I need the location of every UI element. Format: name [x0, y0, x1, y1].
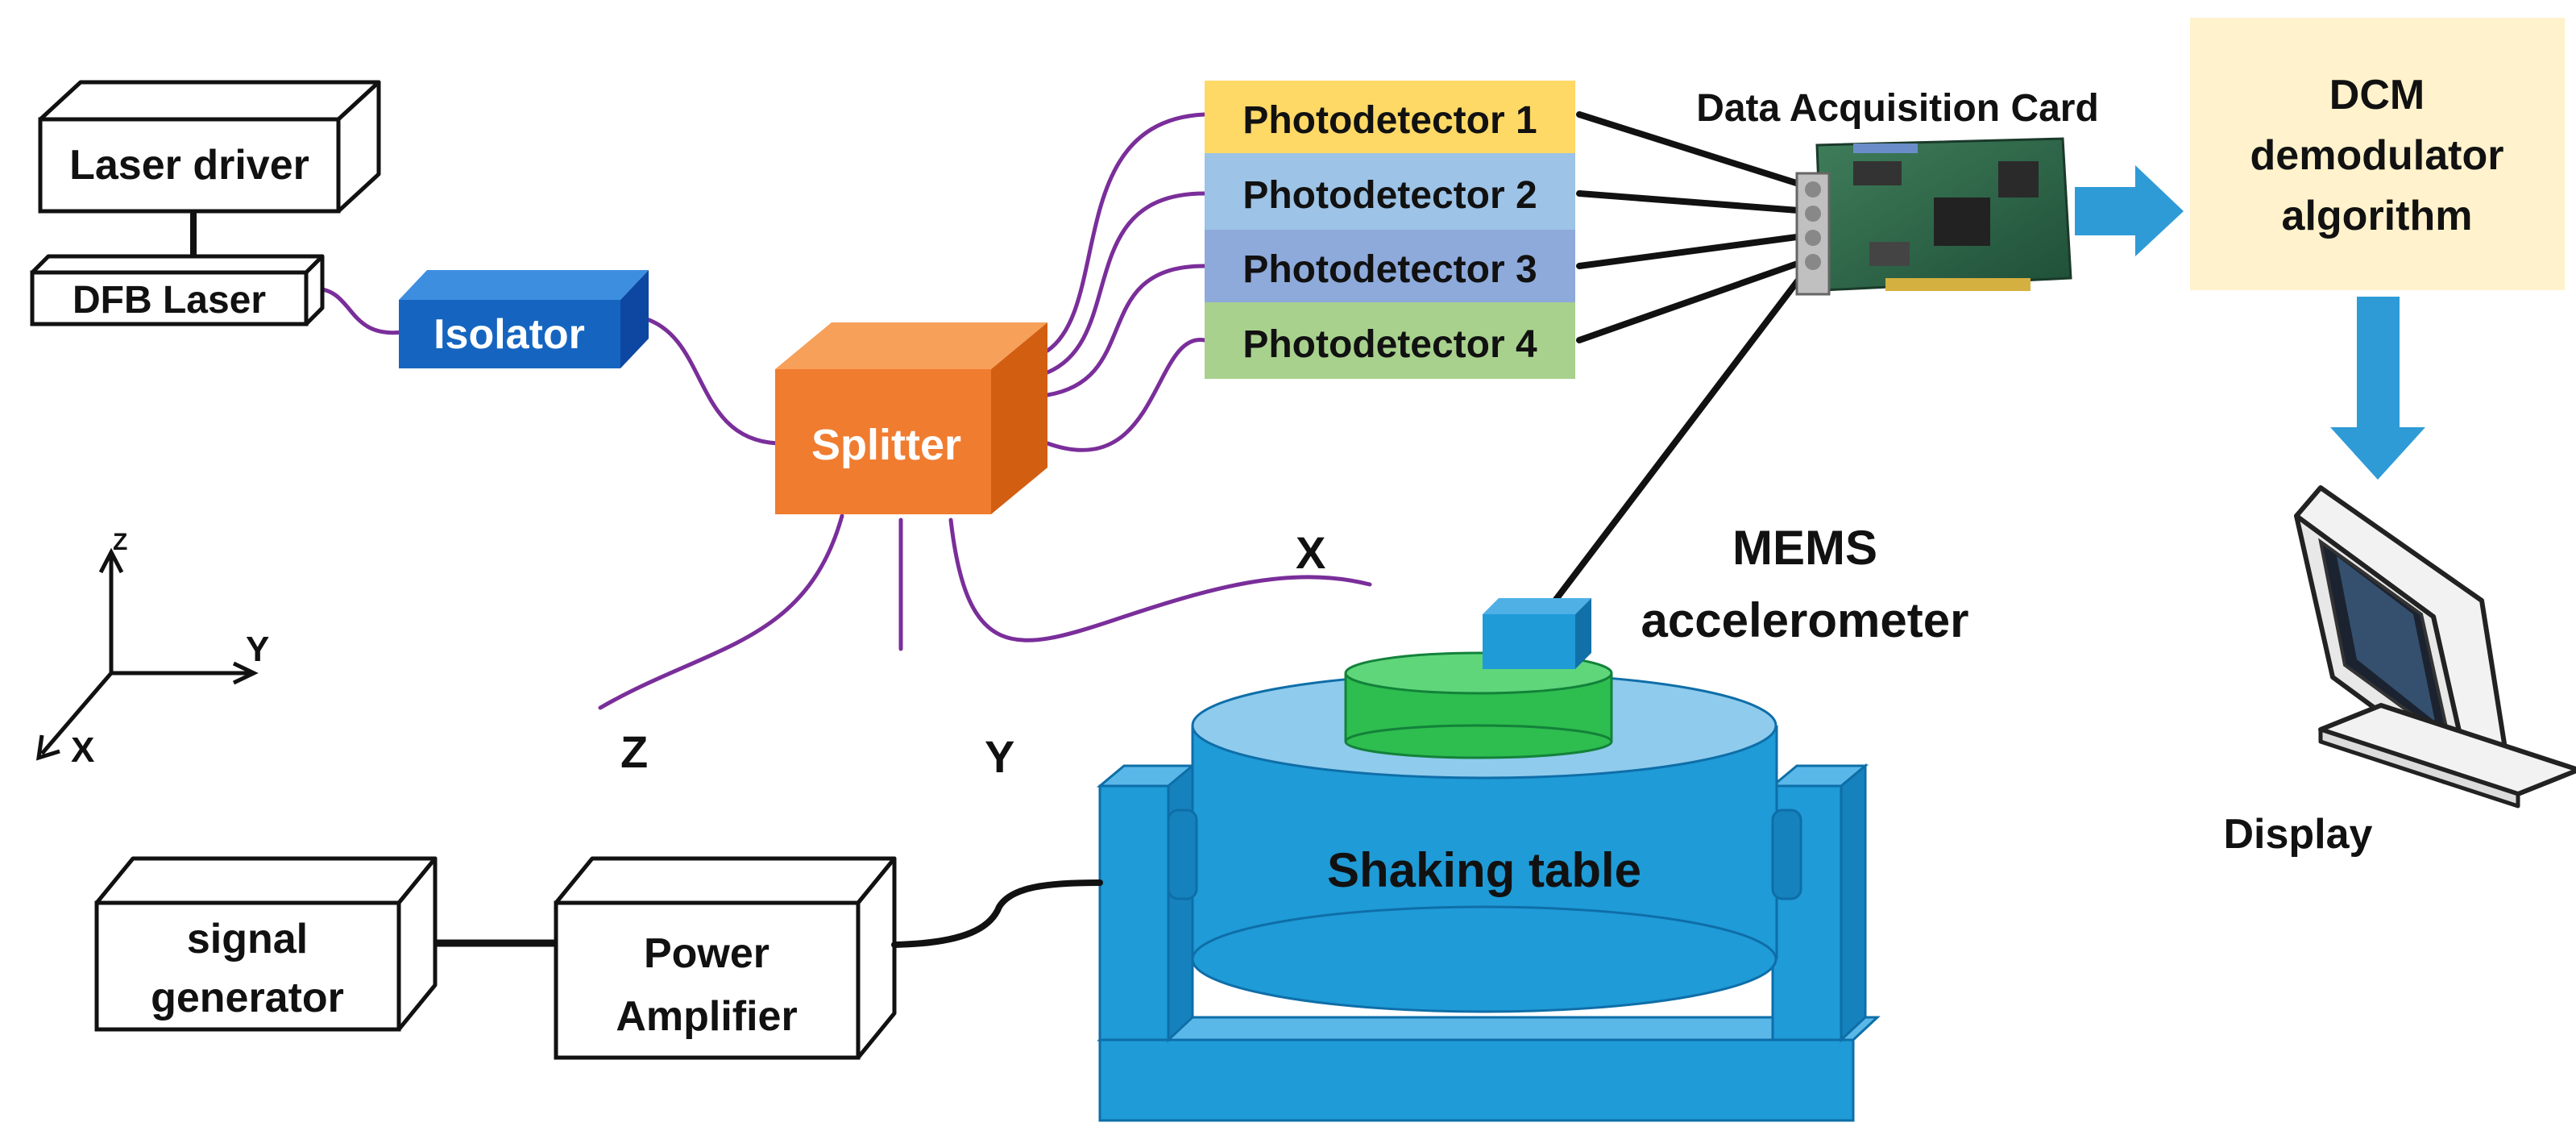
coil-z-label: Z [620, 726, 648, 777]
shaking-table-label: Shaking table [1327, 843, 1641, 897]
coil-y-label: Y [985, 731, 1014, 782]
photodetector-1-label: Photodetector 1 [1242, 99, 1537, 142]
power-amplifier-line1: Power [644, 930, 769, 977]
mems-accelerometer-block [1483, 598, 1591, 669]
isolator-block: Isolator [399, 270, 649, 368]
photodetector-2 [1205, 153, 1575, 230]
dfb-laser-box: DFB Laser [30, 254, 325, 326]
signal-generator-line1: signal [187, 916, 308, 962]
photodetector-3-label: Photodetector 3 [1242, 248, 1537, 291]
arrow-down-icon [2330, 297, 2425, 480]
data-acquisition-card: Data Acquisition Card [1696, 87, 2099, 296]
dcm-demodulator-box: DCM demodulator algorithm [2190, 18, 2565, 290]
power-amplifier-line2: Amplifier [616, 993, 797, 1040]
optical-fibers [313, 112, 1372, 710]
axis-z-label: Z [113, 529, 127, 555]
signal-cables [1552, 111, 1812, 604]
axis-y-label: Y [246, 630, 269, 669]
photodetector-4 [1205, 302, 1575, 379]
splitter-block: Splitter [775, 322, 1047, 514]
arrow-right-icon [2075, 165, 2184, 256]
coordinate-axes [35, 547, 259, 761]
dcm-line1: DCM [2329, 72, 2425, 118]
power-amplifier-box: Power Amplifier [554, 856, 897, 1060]
laser-driver-label: Laser driver [69, 142, 309, 189]
signal-generator-box: signal generator [94, 856, 438, 1032]
mounting-plate [1344, 651, 1613, 759]
splitter-label: Splitter [811, 421, 961, 469]
isolator-label: Isolator [433, 311, 585, 358]
display-label: Display [2224, 811, 2373, 858]
mems-line2: accelerometer [1641, 593, 1969, 647]
signal-generator-line2: generator [151, 975, 344, 1021]
photodetector-3 [1205, 230, 1575, 302]
photodetector-stack: Photodetector 1 Photodetector 2 Photodet… [1205, 81, 1575, 379]
laser-driver-box: Laser driver [38, 80, 381, 214]
dfb-laser-label: DFB Laser [73, 279, 266, 322]
axis-x-label: X [71, 730, 94, 770]
coil-x-label: X [1296, 527, 1325, 578]
amplifier-to-table-cable [891, 879, 1103, 948]
photodetector-4-label: Photodetector 4 [1242, 323, 1537, 366]
display-monitor-icon [2294, 485, 2576, 809]
shaking-table: Shaking table [1096, 671, 1881, 1122]
dcm-line3: algorithm [2282, 193, 2473, 239]
photodetector-2-label: Photodetector 2 [1242, 174, 1537, 217]
mems-line1: MEMS [1732, 521, 1877, 575]
daq-label: Data Acquisition Card [1696, 87, 2099, 130]
photodetector-1 [1205, 81, 1575, 153]
dcm-line2: demodulator [2250, 132, 2504, 179]
